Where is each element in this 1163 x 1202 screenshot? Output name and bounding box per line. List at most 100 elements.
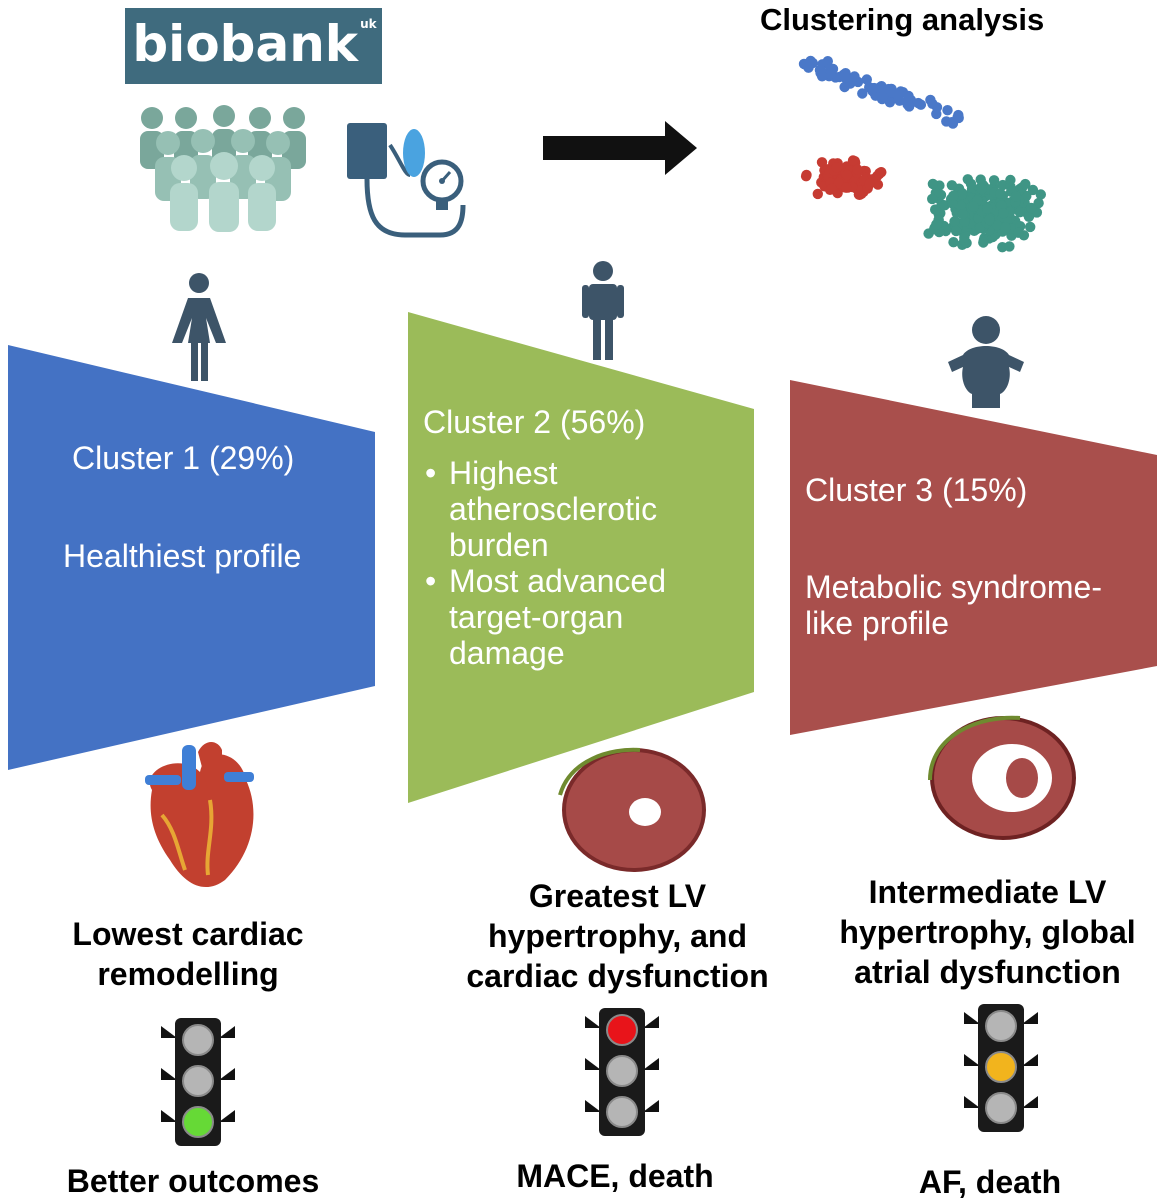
scatter-point xyxy=(949,216,960,227)
scatter-point xyxy=(915,99,927,110)
scatter-point xyxy=(1020,178,1031,190)
scatter-point xyxy=(1025,202,1037,214)
scatter-point xyxy=(803,62,814,73)
scatter-point xyxy=(948,190,959,201)
scatter-point xyxy=(1033,197,1044,209)
scatter-point xyxy=(946,180,958,191)
light-top xyxy=(182,1024,214,1056)
logo-superscript: uk xyxy=(360,17,377,31)
scatter-point xyxy=(841,169,853,181)
scatter-point xyxy=(1023,211,1035,222)
scatter-point xyxy=(849,71,860,82)
scatter-point xyxy=(826,183,837,194)
scatter-point xyxy=(959,232,970,243)
blood-pressure-cuff-icon xyxy=(347,123,466,238)
scatter-point xyxy=(1027,184,1039,196)
cluster-1-panel xyxy=(8,345,375,770)
scatter-point xyxy=(948,237,959,248)
scatter-point xyxy=(927,193,938,205)
scatter-point xyxy=(942,105,953,116)
lv-slice-icon xyxy=(928,715,1076,840)
light-middle xyxy=(985,1051,1017,1083)
cluster-1-remodelling: Lowest cardiac remodelling xyxy=(72,916,304,992)
scatter-point xyxy=(825,68,836,80)
arrow-right-icon xyxy=(543,121,697,175)
scatter-point xyxy=(1010,191,1022,202)
light-middle xyxy=(606,1055,638,1087)
scatter-point xyxy=(927,178,939,190)
scatter-point xyxy=(886,86,897,98)
scatter-point xyxy=(931,108,942,120)
man-icon xyxy=(582,261,624,360)
scatter-point xyxy=(968,201,979,212)
light-bottom xyxy=(606,1096,638,1128)
scatter-point xyxy=(876,167,887,178)
scatter-point xyxy=(1035,189,1047,200)
scatter-point xyxy=(857,88,868,99)
scatter-point xyxy=(998,208,1009,219)
scatter-point xyxy=(982,203,993,214)
scatter-point xyxy=(852,164,863,175)
cluster-2-outcome: MACE, death xyxy=(516,1158,714,1194)
scatter-point xyxy=(927,98,938,110)
scatter-point xyxy=(840,72,851,84)
light-top xyxy=(985,1010,1017,1042)
cluster-3-description: Metabolic syndrome- like profile xyxy=(805,569,1102,641)
scatter-point xyxy=(930,204,941,215)
scatter-point xyxy=(1005,174,1016,186)
scatter-point xyxy=(861,74,872,85)
scatter-point xyxy=(903,92,914,103)
scatter-point xyxy=(800,171,812,182)
scatter-point xyxy=(931,219,942,230)
scatter-point xyxy=(995,188,1006,199)
cluster-1-title: Cluster 1 (29%) xyxy=(72,440,295,476)
scatter-point xyxy=(965,178,977,189)
cluster-3-outcome: AF, death xyxy=(918,1164,1062,1200)
scatter-point xyxy=(1014,207,1025,218)
cluster-2-remodelling: Greatest LV hypertrophy, and cardiac dys… xyxy=(466,878,769,994)
scatter-point xyxy=(984,214,995,226)
scatter-point xyxy=(957,209,968,220)
scatter-point xyxy=(864,178,875,190)
scatter-point xyxy=(884,97,896,108)
people-group-icon xyxy=(140,105,306,232)
scatter-point xyxy=(956,189,968,200)
scatter-point xyxy=(1013,227,1024,238)
light-bottom xyxy=(182,1106,214,1138)
scatter-point xyxy=(955,200,966,211)
scatter-point xyxy=(1004,241,1015,252)
cluster-scatter-plot xyxy=(798,55,1047,253)
light-bottom xyxy=(985,1092,1017,1124)
obese-person-icon xyxy=(948,316,1024,408)
scatter-point xyxy=(978,237,989,248)
scatter-point xyxy=(953,112,964,124)
heart-icon xyxy=(145,742,254,888)
clustering-analysis-title: Clustering analysis xyxy=(760,2,1045,37)
scatter-point xyxy=(816,71,828,82)
scatter-point xyxy=(840,182,852,193)
scatter-point xyxy=(988,175,1000,186)
scatter-point xyxy=(895,86,906,97)
traffic-light-icon xyxy=(585,1008,659,1136)
cluster-1-outcome: Better outcomes xyxy=(66,1163,320,1199)
cluster-3-title: Cluster 3 (15%) xyxy=(805,472,1028,508)
scatter-point xyxy=(831,162,842,173)
scatter-point xyxy=(991,219,1003,231)
traffic-light-icon xyxy=(964,1004,1038,1132)
scatter-point xyxy=(877,91,889,102)
logo-text: biobank xyxy=(132,15,359,73)
scatter-point xyxy=(812,188,823,200)
light-top xyxy=(606,1014,638,1046)
scatter-point xyxy=(1000,222,1011,233)
cluster-2-bullet-list: Highest atherosclerotic burden Most adva… xyxy=(423,455,666,671)
scatter-point xyxy=(950,225,962,237)
cluster-1-description: Healthiest profile xyxy=(63,538,302,574)
cluster-2-title: Cluster 2 (56%) xyxy=(423,404,646,440)
scatter-point xyxy=(847,155,859,166)
cluster-3-remodelling: Intermediate LV hypertrophy, global atri… xyxy=(839,874,1136,990)
scatter-point xyxy=(869,82,880,94)
scatter-point xyxy=(1025,221,1036,233)
woman-icon xyxy=(172,273,226,381)
scatter-point xyxy=(996,200,1007,211)
cluster-2-bullet: Highest atherosclerotic burden xyxy=(423,455,666,563)
